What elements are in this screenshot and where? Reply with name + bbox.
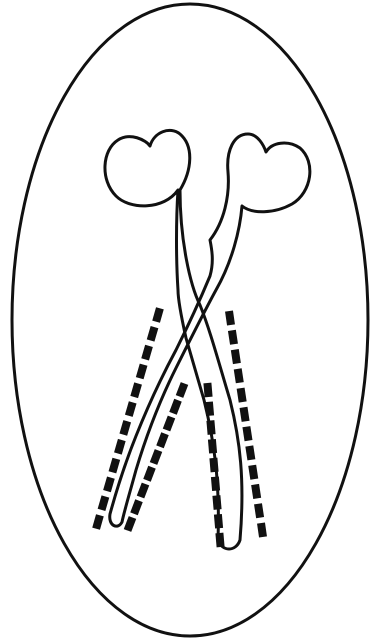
- dash-mark: [118, 440, 122, 454]
- dash-mark: [261, 523, 263, 537]
- dash-mark: [141, 484, 146, 497]
- dash-mark: [160, 434, 165, 447]
- dash-mark: [167, 417, 172, 430]
- dash-mark: [218, 514, 219, 528]
- dash-row-right-inner: [207, 383, 220, 547]
- dash-mark: [145, 346, 149, 360]
- dash-mark: [258, 504, 260, 518]
- dash-mark: [173, 400, 178, 413]
- dash-mark: [129, 402, 133, 415]
- dash-row-left-inner: [128, 384, 185, 531]
- dash-mark: [151, 327, 155, 340]
- left-heart-stem: [105, 130, 242, 549]
- dash-mark: [134, 501, 139, 514]
- dash-mark: [229, 311, 231, 325]
- dash-mark: [212, 439, 213, 453]
- dash-mark: [156, 308, 160, 321]
- dash-mark: [246, 427, 248, 441]
- dash-mark: [134, 384, 138, 398]
- dash-mark: [244, 407, 246, 421]
- dash-mark: [213, 458, 214, 472]
- dash-mark: [216, 496, 217, 510]
- dash-mark: [123, 421, 127, 434]
- dash-mark: [241, 388, 243, 402]
- dash-mark: [140, 365, 144, 379]
- dash-mark: [207, 383, 208, 397]
- dash-mark: [215, 477, 216, 491]
- dash-mark: [107, 478, 111, 492]
- dash-mark: [102, 497, 106, 510]
- dash-mark: [209, 402, 210, 416]
- dash-mark: [252, 465, 254, 479]
- dash-mark: [154, 451, 159, 464]
- dash-mark: [210, 421, 211, 435]
- dash-mark: [219, 533, 220, 547]
- dash-mark: [112, 459, 116, 473]
- dash-mark: [238, 369, 240, 383]
- dash-mark: [255, 485, 257, 499]
- dash-mark: [249, 446, 251, 460]
- dash-mark: [128, 518, 133, 531]
- dash-mark: [147, 467, 152, 480]
- dash-mark: [96, 515, 100, 528]
- dash-mark: [235, 350, 237, 364]
- dash-mark: [180, 384, 185, 397]
- dash-mark: [232, 330, 234, 344]
